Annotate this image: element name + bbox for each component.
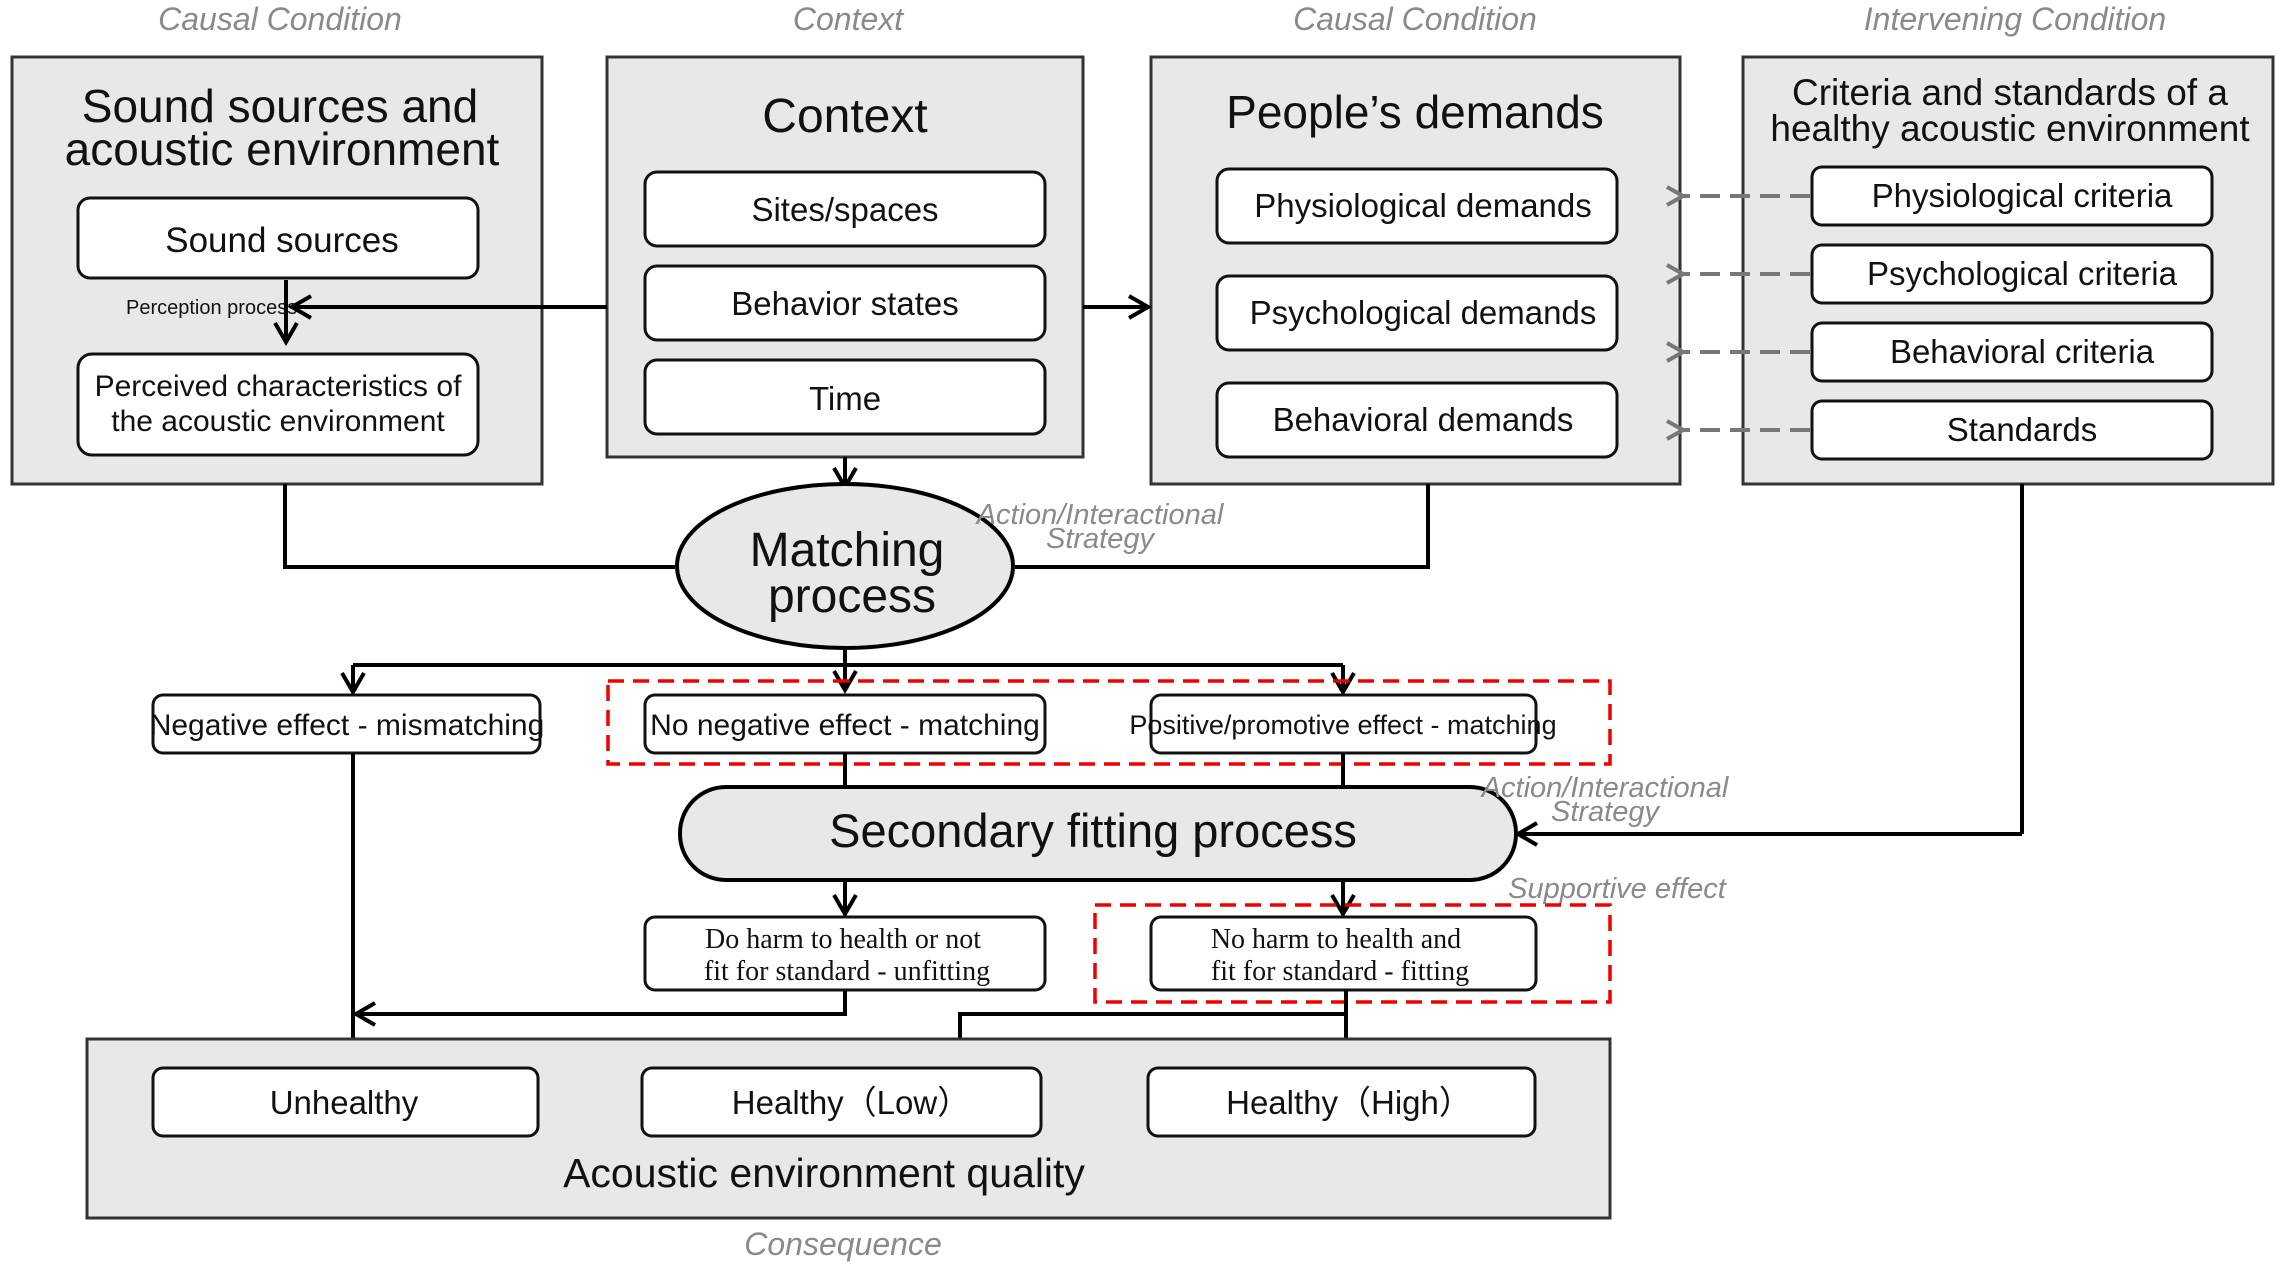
demands-panel: People’s demands Physiological demands P…	[1149, 55, 1682, 486]
demands-to-matching-line	[1015, 484, 1430, 569]
unfit-to-unhealthy-line	[360, 990, 847, 1016]
context-item-sites: Sites/spaces	[751, 191, 938, 228]
secondary-to-outcomes	[832, 880, 1356, 918]
criteria-panel-title-2: healthy acoustic environment	[1770, 108, 2250, 149]
sound-panel-title-1: Sound sources and	[82, 80, 478, 132]
demand-box-2	[1215, 274, 1619, 352]
criteria-box-3	[1810, 321, 2214, 383]
strategy-caption-1-line1: Action/Interactional	[975, 499, 1225, 531]
criteria-physiological: Physiological criteria	[1872, 177, 2173, 214]
context-item-box-1	[643, 170, 1047, 248]
criteria-box-4	[1810, 399, 2214, 461]
top-connectors	[273, 280, 2024, 847]
caption-consequence: Consequence	[744, 1226, 941, 1262]
demands-panel-title: People’s demands	[1226, 86, 1604, 138]
caption-intervening-condition: Intervening Condition	[1864, 1, 2166, 37]
matching-highlight-frame	[606, 679, 1612, 766]
strategy-caption-2-line1: Action/Interactional	[1480, 772, 1730, 804]
unhealthy-label: Unhealthy	[270, 1084, 419, 1121]
demand-physiological: Physiological demands	[1254, 187, 1592, 224]
unfitting-line2: fit for standard - unfitting	[704, 956, 990, 987]
context-item-box-3	[643, 358, 1047, 436]
context-item-behavior: Behavior states	[731, 285, 958, 322]
fitting-line2: fit for standard - fitting	[1211, 956, 1469, 987]
fitting-line1: No harm to health and	[1211, 924, 1461, 955]
criteria-standards: Standards	[1947, 411, 2097, 448]
context-item-time: Time	[809, 380, 881, 417]
strategy-caption-1-line2: Strategy	[1046, 523, 1155, 555]
criteria-to-demands-arrows	[1683, 196, 1810, 430]
demand-box-1	[1215, 167, 1619, 245]
secondary-fitting-node	[678, 785, 1518, 882]
negative-effect-box	[151, 693, 542, 755]
healthy-low-label: Healthy（Low）	[732, 1084, 970, 1121]
context-item-box-2	[643, 264, 1047, 342]
demand-behavioral: Behavioral demands	[1273, 401, 1574, 438]
sound-to-matching-line	[283, 484, 675, 569]
sound-sources-panel: Sound sources and acoustic environment S…	[10, 55, 544, 486]
perceived-characteristics-box	[76, 352, 480, 457]
criteria-behavioral: Behavioral criteria	[1890, 333, 2155, 370]
demand-psychological: Psychological demands	[1250, 294, 1597, 331]
caption-causal-condition-2: Causal Condition	[1293, 1, 1537, 37]
positive-effect-label: Positive/promotive effect - matching	[1129, 710, 1556, 740]
fitting-box	[1149, 915, 1538, 992]
sound-sources-box	[76, 196, 480, 280]
secondary-fitting-label: Secondary fitting process	[829, 804, 1357, 857]
criteria-box-2	[1810, 243, 2214, 305]
negative-effect-label: Negative effect - mismatching	[150, 709, 545, 742]
strategy-caption-2-line2: Strategy	[1551, 796, 1660, 828]
unfitting-line1: Do harm to health or not	[705, 924, 981, 955]
criteria-panel-title-1: Criteria and standards of a	[1792, 72, 2228, 113]
caption-context: Context	[793, 1, 904, 37]
criteria-box-1	[1810, 165, 2214, 227]
quality-panel-title: Acoustic environment quality	[563, 1150, 1085, 1196]
healthy-high-label: Healthy（High）	[1226, 1084, 1472, 1121]
context-panel-title: Context	[762, 90, 927, 143]
caption-causal-condition-1: Causal Condition	[158, 1, 402, 37]
matching-process-line1: Matching	[750, 524, 945, 577]
sound-panel-title-2: acoustic environment	[65, 123, 500, 175]
demand-box-3	[1215, 381, 1619, 459]
matching-process-line2: process	[768, 570, 936, 623]
unhealthy-box	[151, 1066, 540, 1138]
context-panel: Context Sites/spaces Behavior states Tim…	[605, 55, 1085, 459]
no-negative-effect-label: No negative effect - matching	[650, 709, 1040, 742]
criteria-panel: Criteria and standards of a healthy acou…	[1741, 55, 2275, 486]
matching-to-effects	[340, 648, 1356, 696]
healthy-high-box	[1146, 1066, 1537, 1138]
criteria-psychological: Psychological criteria	[1867, 255, 2178, 292]
perceived-characteristics-line1: Perceived characteristics of	[95, 370, 462, 403]
supportive-effect-caption: Supportive effect	[1508, 873, 1728, 905]
sound-sources-label: Sound sources	[165, 221, 398, 260]
perceived-characteristics-line2: the acoustic environment	[111, 405, 445, 438]
healthy-low-box	[640, 1066, 1043, 1138]
fitting-highlight-frame	[1093, 903, 1612, 1004]
perception-process-label: Perception process	[126, 297, 297, 319]
